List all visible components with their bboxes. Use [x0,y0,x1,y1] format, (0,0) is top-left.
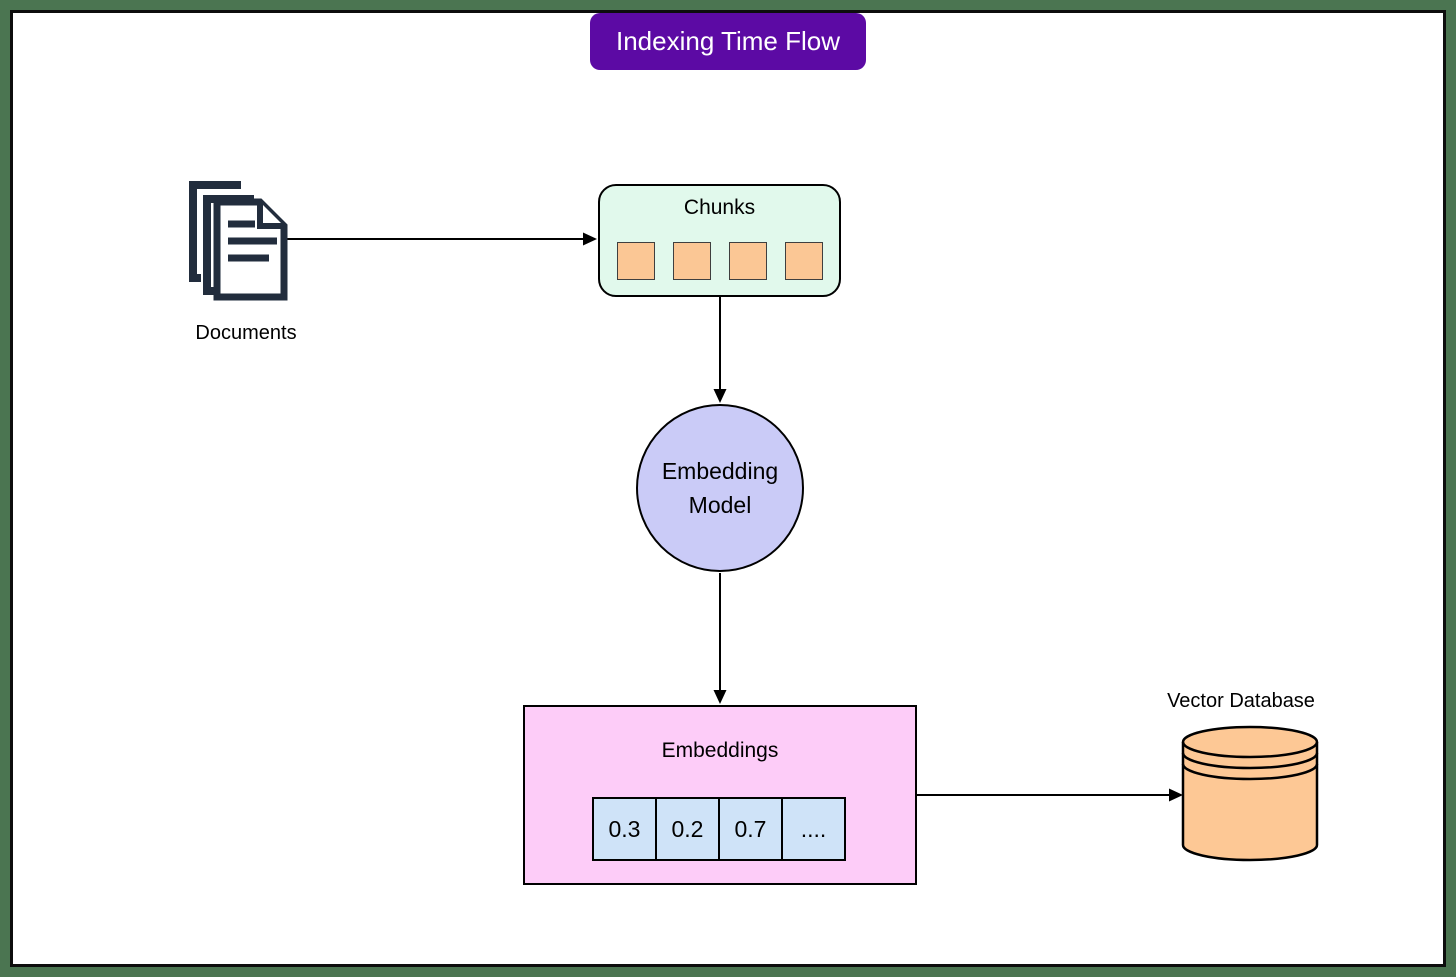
diagram-title: Indexing Time Flow [590,13,866,70]
chunk-square [785,242,823,280]
chunk-square [729,242,767,280]
chunk-square [617,242,655,280]
vector-database-label: Vector Database [1167,690,1315,712]
embedding-model-node: Embedding Model [636,404,804,572]
embeddings-label: Embeddings [661,739,779,762]
chunk-squares [617,242,823,280]
chunks-node: Chunks [598,184,841,297]
embedding-cell: 0.2 [655,797,720,861]
embedding-cell: 0.7 [718,797,783,861]
embeddings-node: Embeddings 0.3 0.2 0.7 .... [523,705,917,885]
embedding-model-label-line2: Model [688,492,752,518]
chunk-square [673,242,711,280]
chunks-label: Chunks [683,196,756,219]
documents-label: Documents [195,322,297,344]
embedding-cell: 0.3 [592,797,657,861]
embedding-cell: .... [781,797,846,861]
embedding-vector-cells: 0.3 0.2 0.7 .... [592,797,846,861]
embedding-model-label-line1: Embedding [661,458,779,484]
